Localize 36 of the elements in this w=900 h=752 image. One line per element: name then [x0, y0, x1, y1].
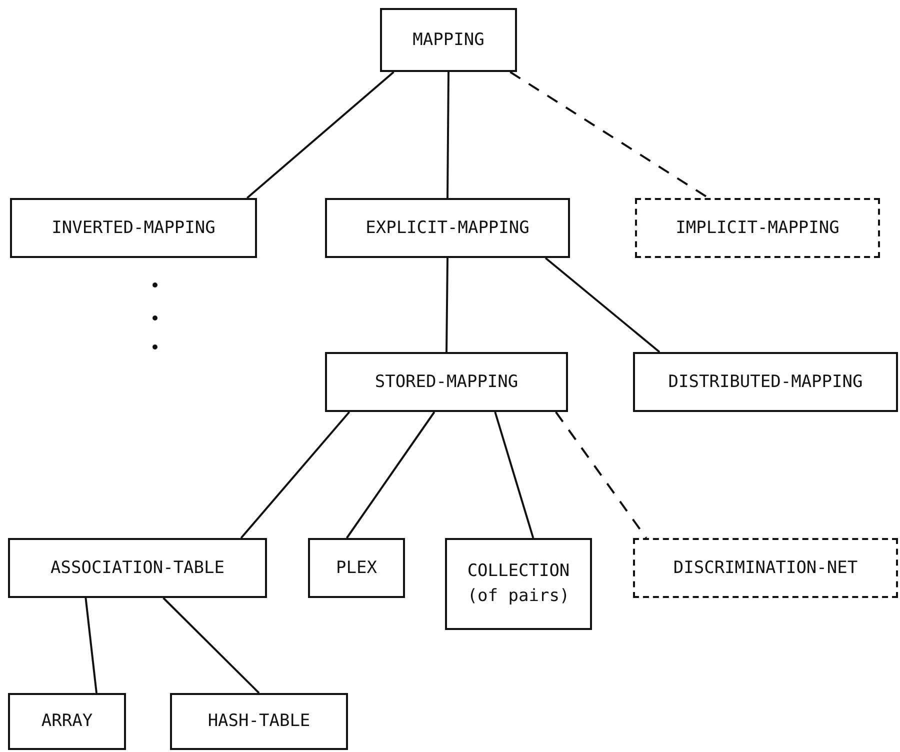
node-label: ARRAY — [41, 710, 93, 734]
connector-line — [240, 411, 350, 539]
node-label: DISCRIMINATION-NET — [673, 556, 858, 580]
node-label: STORED-MAPPING — [374, 370, 518, 394]
box — [8, 538, 267, 598]
node-label: INVERTED-MAPPING — [52, 216, 216, 240]
connector-line — [494, 412, 534, 538]
box — [8, 693, 126, 750]
box — [633, 352, 898, 412]
box — [445, 538, 592, 630]
box — [380, 8, 517, 72]
dashed-box — [633, 538, 898, 598]
box — [308, 538, 405, 598]
box — [325, 198, 570, 258]
connector-line — [446, 258, 448, 352]
connector-line — [544, 257, 660, 353]
dashed-connector-line — [555, 411, 648, 539]
box — [170, 693, 348, 750]
node-label: EXPLICIT-MAPPING — [366, 216, 530, 240]
connector-line — [446, 72, 450, 198]
node-label: ASSOCIATION-TABLE — [50, 556, 224, 580]
node-label: (of pairs) — [467, 585, 570, 608]
node-label: IMPLICIT-MAPPING — [676, 216, 840, 240]
connector-line — [246, 71, 394, 199]
node-label: HASH-TABLE — [208, 710, 310, 734]
box — [325, 352, 568, 412]
node-label: COLLECTION — [467, 560, 570, 584]
node-label: MAPPING — [412, 28, 484, 52]
connector-line — [84, 598, 98, 694]
dashed-box — [635, 198, 880, 258]
connector-line — [346, 411, 436, 539]
node-label: DISTRIBUTED-MAPPING — [668, 370, 863, 394]
dashed-connector-line — [510, 71, 710, 199]
box — [10, 198, 257, 258]
node-label: PLEX — [336, 556, 377, 580]
connector-line — [162, 597, 260, 694]
